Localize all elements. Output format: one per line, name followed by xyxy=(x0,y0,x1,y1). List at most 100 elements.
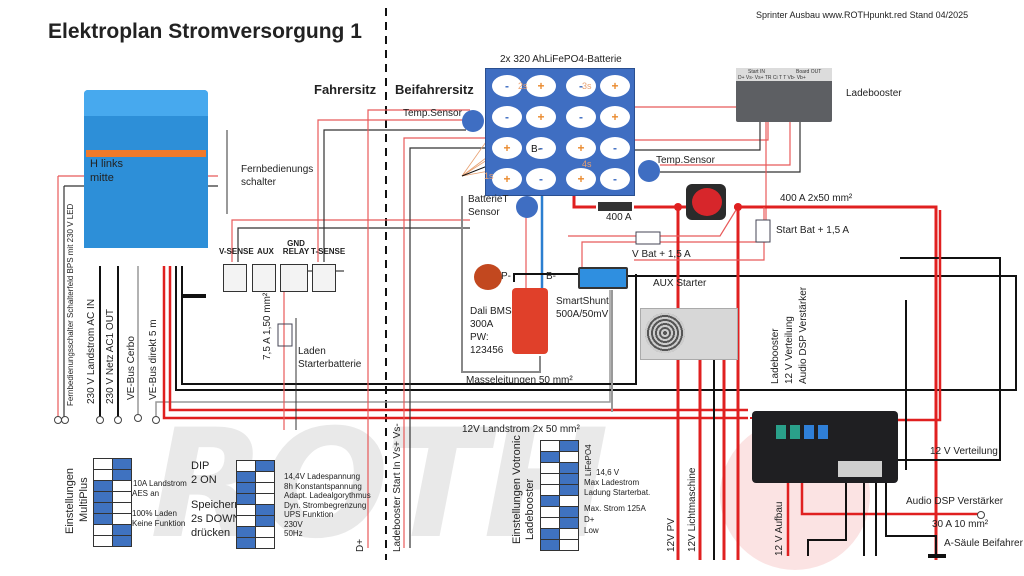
dip-cell-on xyxy=(112,469,132,481)
wire-switch-branch xyxy=(568,209,737,237)
battery-series-label: 3s xyxy=(582,81,592,91)
bms-display xyxy=(474,264,502,290)
dip-switch-row xyxy=(236,471,275,483)
audio-dsp-terminal xyxy=(977,511,985,519)
votronic-note: Low xyxy=(584,526,599,535)
battery-cell: - xyxy=(600,168,630,190)
wire-batt-lb-3 xyxy=(634,122,761,151)
dip-cell-off xyxy=(112,502,132,514)
dip-cell-off xyxy=(255,526,275,538)
a-saeule-label: A-Säule Beifahrer xyxy=(944,538,1023,549)
dist-vertical-1: Ladebooster xyxy=(770,328,781,384)
dip-cell-on xyxy=(112,524,132,536)
multiplus-note-3: 100% Laden xyxy=(132,509,177,518)
terminal-v-sense: V-SENSE xyxy=(219,247,254,256)
cable-end-ac-out xyxy=(114,416,122,424)
battery-sensor-icon xyxy=(516,196,538,218)
main-cable-label: 400 A 2x50 mm² xyxy=(780,193,853,204)
main-fuse-label: 400 A xyxy=(606,212,632,223)
audio-dsp-label: Audio DSP Verstärker xyxy=(906,496,1004,507)
wire-audio-dsp xyxy=(800,482,980,516)
dip-cell-off xyxy=(236,515,256,527)
dip-cell-on xyxy=(93,513,113,525)
dip-cell-on xyxy=(559,462,579,474)
multiplus-2-note: 8h Konstantspannung xyxy=(284,481,362,491)
dali-bms xyxy=(512,288,548,354)
wire-dc-minus-1 xyxy=(175,266,1017,391)
dip-cell-off xyxy=(540,440,560,452)
battery-cell: - xyxy=(526,137,556,159)
temp-sensor-1-icon xyxy=(462,110,484,132)
battery-cell: + xyxy=(600,75,630,97)
wire-d-plus xyxy=(367,109,470,548)
dip-label-2: 2 ON xyxy=(191,474,217,486)
temp-sensor-1-label: Temp.Sensor xyxy=(403,108,462,119)
wire-t-sense-black xyxy=(323,129,466,262)
multiplus-2-note: 14,4V Ladespannung xyxy=(284,472,361,481)
dip-switches-votronic xyxy=(540,440,579,551)
dip-cell-on xyxy=(255,515,275,527)
cable-label-aufbau: 12 V Aufbau xyxy=(774,501,785,557)
remote-label-2: schalter xyxy=(241,177,277,188)
vbat-fuse-label: V Bat + 1,5 A xyxy=(632,249,691,260)
temp-sensor-2-label: Temp.Sensor xyxy=(656,155,715,166)
save-label-1: Speichern xyxy=(191,499,241,511)
wire-vebus-direct xyxy=(155,290,611,418)
dip-cell-off xyxy=(93,535,113,547)
save-label-3: drücken xyxy=(191,527,231,539)
multiplus-label-2: mitte xyxy=(90,172,114,184)
battery-sensor-label-1: BatterieT xyxy=(468,194,509,205)
relay-fuse xyxy=(277,323,293,347)
credit-text: Sprinter Ausbau www.ROTHpunkt.red Stand … xyxy=(756,10,969,20)
multiplus-note-1: 10A Landstrom xyxy=(133,479,187,488)
votronic-note: 14,6 V xyxy=(596,468,620,477)
dip-cell-off xyxy=(236,504,256,516)
dip-cell-on xyxy=(93,502,113,514)
bms-label-2: 300A xyxy=(470,319,494,330)
terminal-aux: AUX xyxy=(257,247,274,256)
cable-label-d-plus: D+ xyxy=(355,538,366,552)
bms-label-1: Dali BMS xyxy=(470,306,512,317)
dip-cell-on xyxy=(236,537,256,549)
dip-switch-row xyxy=(93,458,132,470)
zone-label-passenger: Beifahrersitz xyxy=(395,82,474,97)
dip-switch-row xyxy=(93,513,132,525)
dip-cell-off xyxy=(93,469,113,481)
dist-vertical-2: 12 V Verteilung xyxy=(784,316,795,384)
wire-a-saeule xyxy=(885,482,937,554)
aux-starter-device xyxy=(640,308,738,360)
multiplus-note-4: Keine Funktion xyxy=(132,519,186,528)
dist-vertical-3: Audio DSP Verstärker xyxy=(798,286,809,384)
dip-cell-on xyxy=(112,535,132,547)
watermark-text: ROTH xyxy=(150,398,609,572)
dip-switch-row xyxy=(540,495,579,507)
vbat-fuse xyxy=(635,231,661,245)
dip-switch-row xyxy=(236,493,275,505)
dip-switch-row xyxy=(540,473,579,485)
landstrom-12v-label: 12V Landstrom 2x 50 mm² xyxy=(462,424,580,435)
battery-series-label: 4s xyxy=(582,159,592,169)
dip-switch-row xyxy=(540,462,579,474)
wire-dc-plus-2 xyxy=(168,266,748,412)
save-label-2: 2s DOWN xyxy=(191,513,241,525)
dip-cell-off xyxy=(93,524,113,536)
battery-cell: + xyxy=(566,168,596,190)
dip-switch-row xyxy=(236,482,275,494)
dip-switch-row xyxy=(540,528,579,540)
audio-cable-label: 30 A 10 mm² xyxy=(932,519,989,530)
multiplus-2-note: Adapt. Ladealgorythmus xyxy=(284,491,371,500)
battery-cell: - xyxy=(526,168,556,190)
aux-starter-label: AUX Starter xyxy=(653,278,707,289)
wire-temp2-red xyxy=(660,122,791,166)
dip-cell-on xyxy=(93,491,113,503)
zone-label-driver: Fahrersitz xyxy=(314,82,377,97)
dip-switches-multiplus-2 xyxy=(236,460,275,549)
multiplus-2-note: Dyn. Strombegrenzung xyxy=(284,500,367,510)
dip-switch-row xyxy=(93,524,132,536)
bms-label-3: PW: xyxy=(470,332,489,343)
cable-end-remote-2 xyxy=(61,416,69,424)
wire-dc-minus-2 xyxy=(181,266,637,385)
dip-cell-off xyxy=(559,451,579,463)
temp-sensor-2-icon xyxy=(638,160,660,182)
